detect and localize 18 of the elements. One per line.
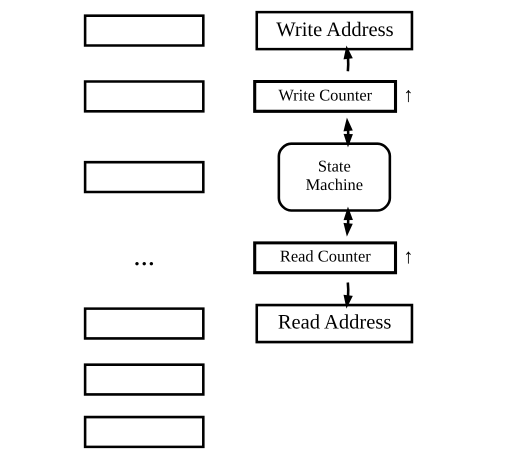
node-label: ↑ [403, 84, 414, 107]
node-box: Read Address [255, 304, 414, 344]
node-label: ↑ [403, 246, 414, 268]
node-box: Read Counter [253, 241, 398, 274]
node-box [84, 80, 205, 113]
label: ... [133, 240, 155, 272]
node-box [84, 307, 205, 340]
node-box: Write Address [255, 10, 414, 50]
arrow [343, 206, 353, 237]
arrow [343, 118, 353, 148]
node-box [84, 160, 205, 194]
node-box [84, 416, 205, 448]
node-box [84, 14, 205, 47]
arrow [344, 282, 353, 309]
node-box: State Machine [278, 142, 392, 212]
arrow [344, 46, 353, 72]
node-box [84, 363, 205, 396]
node-box: Write Counter [253, 80, 398, 113]
